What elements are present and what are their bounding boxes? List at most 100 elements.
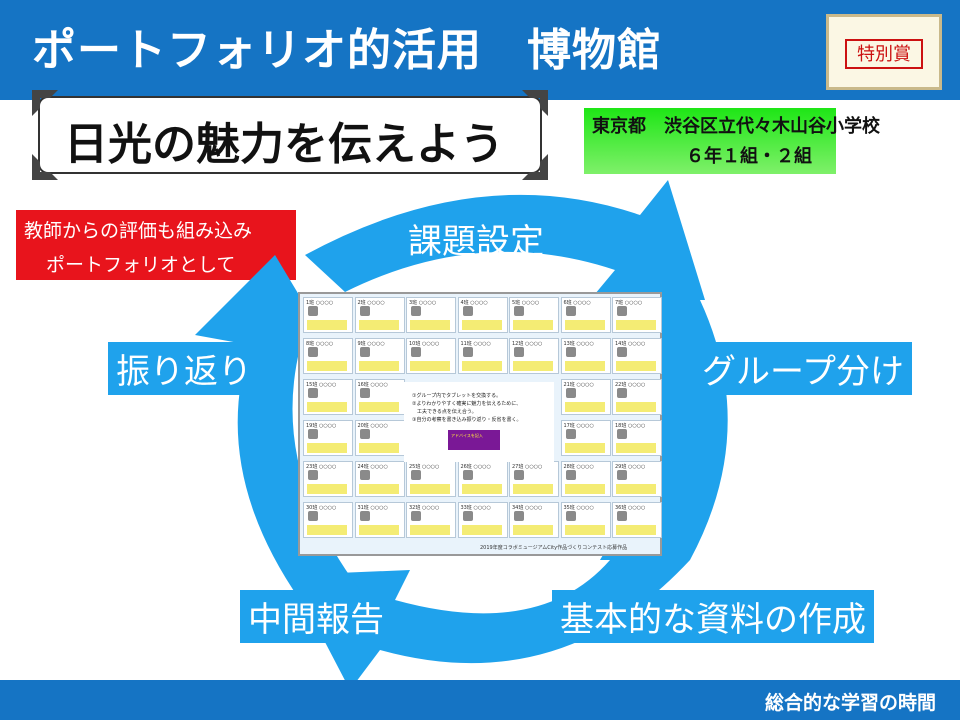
- sticky-note: [307, 484, 347, 494]
- corner-ornament-icon: [522, 90, 548, 116]
- board-cell-label: 35班 ○○○○: [563, 505, 594, 511]
- board-cell: 9班 ○○○○: [354, 338, 405, 374]
- board-cell-label: 30班 ○○○○: [306, 505, 337, 511]
- board-cell-label: 23班 ○○○○: [306, 464, 337, 470]
- board-cell: 18班 ○○○○: [612, 420, 662, 456]
- sticky-note: [461, 320, 502, 330]
- board-cell: 16班 ○○○○: [354, 379, 405, 415]
- board-cell: 32班 ○○○○: [406, 502, 456, 538]
- board-cell-label: 22班 ○○○○: [615, 382, 646, 388]
- board-cell: 13班 ○○○○: [560, 338, 611, 374]
- sticky-note: [564, 484, 605, 494]
- cycle-arrow-top: [305, 180, 705, 300]
- school-info: 東京都 渋谷区立代々木山谷小学校 ６年１組・２組: [584, 108, 880, 174]
- award-label: 特別賞: [845, 39, 923, 69]
- thumbnail-icon: [411, 470, 421, 480]
- thumbnail-icon: [565, 470, 576, 480]
- board-cell: 21班 ○○○○: [560, 379, 611, 415]
- thumbnail-icon: [565, 347, 576, 357]
- board-caption: 2019年度コラボミュージアムCity作品づくりコンテスト応募作品: [480, 545, 628, 551]
- board-cell-label: 13班 ○○○○: [563, 341, 594, 347]
- corner-ornament-icon: [32, 90, 58, 116]
- instruction-line: ③自分の考察を書き込み振り返り・反省を書く。: [412, 417, 522, 423]
- board-cell-label: 6班 ○○○○: [563, 300, 591, 306]
- sticky-note: [358, 402, 399, 412]
- sticky-note: [564, 320, 605, 330]
- thumbnail-icon: [359, 429, 370, 439]
- thumbnail-icon: [359, 347, 370, 357]
- board-cell-label: 31班 ○○○○: [357, 505, 388, 511]
- board-cell: 23班 ○○○○: [303, 461, 353, 497]
- board-cell-label: 3班 ○○○○: [409, 300, 437, 306]
- board-cell: 17班 ○○○○: [560, 420, 611, 456]
- thumbnail-icon: [617, 388, 627, 398]
- header-banner: ポートフォリオ的活用 博物館 特別賞: [0, 0, 960, 100]
- board-cell-label: 29班 ○○○○: [615, 464, 646, 470]
- board-cell-label: 24班 ○○○○: [357, 464, 388, 470]
- cycle-step-task-setting: 課題設定: [408, 222, 544, 262]
- board-cell-label: 18班 ○○○○: [615, 423, 646, 429]
- thumbnail-icon: [462, 511, 473, 521]
- sticky-note: [616, 320, 656, 330]
- sticky-note: [513, 525, 553, 535]
- board-cell: 29班 ○○○○: [612, 461, 662, 497]
- instruction-line: 工夫できる点を伝え合う。: [412, 409, 477, 415]
- board-cell: 24班 ○○○○: [354, 461, 405, 497]
- board-cell-label: 8班 ○○○○: [306, 341, 334, 347]
- board-cell-label: 19班 ○○○○: [306, 423, 337, 429]
- board-cell-label: 32班 ○○○○: [409, 505, 440, 511]
- theme-box: 日光の魅力を伝えよう: [38, 96, 542, 174]
- thumbnail-icon: [359, 470, 370, 480]
- sticky-note: [410, 484, 450, 494]
- advice-note: アドバイスを記入: [448, 430, 500, 450]
- thumbnail-icon: [462, 306, 473, 316]
- thumbnail-icon: [359, 388, 370, 398]
- cycle-step-grouping: グループ分け: [694, 342, 912, 395]
- board-cell: 20班 ○○○○: [354, 420, 405, 456]
- school-classes: ６年１組・２組: [686, 146, 812, 167]
- cycle-step-reflection: 振り返り: [108, 342, 260, 395]
- board-cell-label: 14班 ○○○○: [615, 341, 646, 347]
- board-cell-label: 15班 ○○○○: [306, 382, 337, 388]
- sticky-note: [410, 525, 450, 535]
- advice-note-text: アドバイスを記入: [451, 433, 483, 438]
- board-cell: 5班 ○○○○: [509, 297, 559, 333]
- board-cell-label: 2班 ○○○○: [357, 300, 385, 306]
- footer-subject: 総合的な学習の時間: [764, 692, 936, 714]
- board-cell-label: 28班 ○○○○: [563, 464, 594, 470]
- board-cell: 8班 ○○○○: [303, 338, 353, 374]
- thumbnail-icon: [565, 429, 576, 439]
- sticky-note: [410, 361, 450, 371]
- board-cell: 11班 ○○○○: [457, 338, 508, 374]
- instruction-line: ①グループ内でタブレットを交換する。: [412, 393, 502, 399]
- board-cell: 19班 ○○○○: [303, 420, 353, 456]
- sticky-note: [358, 443, 399, 453]
- board-cell: 10班 ○○○○: [406, 338, 456, 374]
- board-cell: 2班 ○○○○: [354, 297, 405, 333]
- thumbnail-icon: [617, 511, 627, 521]
- board-cell-label: 26班 ○○○○: [460, 464, 491, 470]
- thumbnail-icon: [411, 306, 421, 316]
- sticky-note: [616, 525, 656, 535]
- board-cell-label: 25班 ○○○○: [409, 464, 440, 470]
- teacher-note-line1: 教師からの評価も組み込み: [24, 220, 253, 242]
- sticky-note: [461, 361, 502, 371]
- board-cell: 15班 ○○○○: [303, 379, 353, 415]
- thumbnail-icon: [308, 306, 318, 316]
- sticky-note: [513, 361, 553, 371]
- thumbnail-icon: [565, 306, 576, 316]
- board-cell: 27班 ○○○○: [509, 461, 559, 497]
- corner-ornament-icon: [522, 154, 548, 180]
- thumbnail-icon: [617, 429, 627, 439]
- thumbnail-icon: [359, 306, 370, 316]
- board-cell-label: 17班 ○○○○: [563, 423, 594, 429]
- thumbnail-icon: [617, 470, 627, 480]
- thumbnail-icon: [411, 347, 421, 357]
- board-cell-label: 5班 ○○○○: [512, 300, 540, 306]
- board-cell-label: 4班 ○○○○: [460, 300, 488, 306]
- thumbnail-icon: [514, 306, 524, 316]
- board-instructions: ①グループ内でタブレットを交換する。 ②よりわかりやすく確実に魅力を伝えるために…: [404, 382, 554, 462]
- thumbnail-icon: [462, 347, 473, 357]
- board-cell-label: 7班 ○○○○: [615, 300, 643, 306]
- sticky-note: [564, 402, 605, 412]
